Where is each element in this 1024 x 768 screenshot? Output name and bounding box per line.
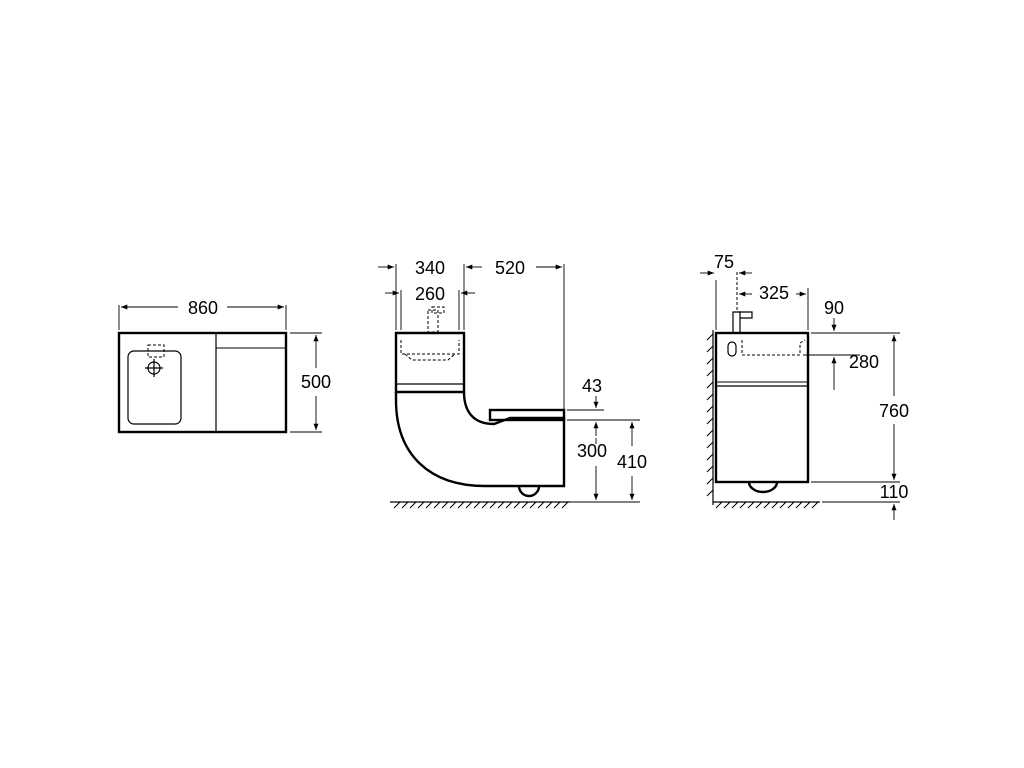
dim-110-label: 110 — [880, 482, 909, 502]
basin-block — [394, 331, 466, 394]
dim-340-label: 340 — [415, 258, 445, 278]
dim-500-label: 500 — [301, 372, 331, 392]
overflow-slot — [727, 341, 737, 357]
basin-hidden — [400, 340, 460, 355]
tap-hidden-side — [427, 309, 439, 333]
top-view: 860 500 — [117, 298, 331, 434]
front-view: 75 325 90 280 760 110 — [700, 252, 909, 520]
dim-860-label: 860 — [188, 298, 218, 318]
dim-520-label: 520 — [495, 258, 525, 278]
outlet-stub — [517, 485, 541, 498]
basin-hidden-bottom — [404, 353, 456, 361]
top-view-outline — [117, 331, 288, 434]
dim-300-label: 300 — [577, 441, 607, 461]
drain-cross — [145, 359, 163, 377]
dim-280-label: 280 — [849, 352, 879, 372]
dim-760-label: 760 — [879, 401, 909, 421]
basin-hidden-front — [741, 339, 806, 356]
outlet-stub-front — [747, 481, 779, 494]
tap-icon — [732, 311, 741, 333]
floor-hatch — [715, 501, 819, 509]
toilet-seat — [488, 408, 566, 422]
dim-75-label: 75 — [714, 252, 734, 272]
front-body — [714, 331, 810, 484]
tap-hidden — [147, 344, 165, 358]
dim-325-label: 325 — [759, 283, 789, 303]
wall-hatch — [706, 333, 714, 497]
toilet-body — [394, 391, 566, 488]
dim-260-label: 260 — [415, 284, 445, 304]
basin-outline — [127, 350, 182, 425]
side-view: 340 520 260 43 300 410 — [378, 258, 647, 509]
dim-43-label: 43 — [582, 376, 602, 396]
tap-spout — [738, 311, 753, 319]
dim-410-label: 410 — [617, 452, 647, 472]
dim-90-label: 90 — [824, 298, 844, 318]
floor-hatch — [393, 501, 569, 509]
tap-spout-hidden — [431, 306, 445, 314]
